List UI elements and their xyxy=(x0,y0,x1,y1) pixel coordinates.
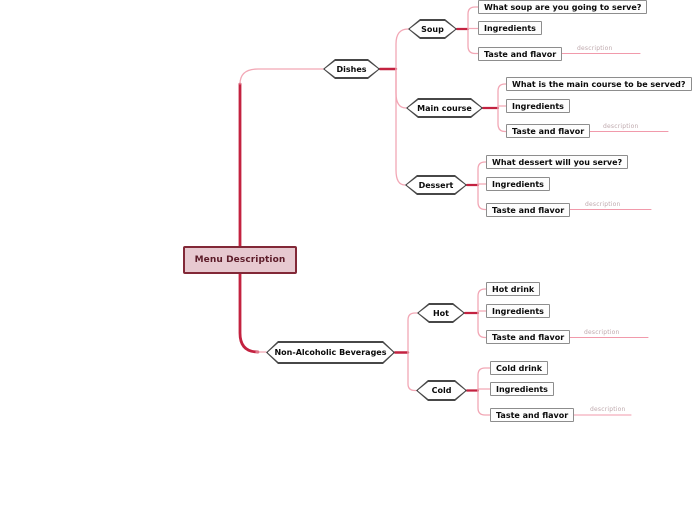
leaf-soup-taste-and-flavor[interactable]: Taste and flavor xyxy=(478,47,563,61)
node-dessert[interactable]: Dessert xyxy=(405,175,467,195)
leaf-soup-ingredients[interactable]: Ingredients xyxy=(478,21,542,35)
edge-dishes-dessert xyxy=(395,68,406,186)
leaf-hot-taste-and-flavor[interactable]: Taste and flavor xyxy=(486,330,571,344)
leaf-main-course-ingredients[interactable]: Ingredients xyxy=(506,99,570,113)
hexagon-shape xyxy=(410,21,456,38)
node-soup[interactable]: Soup xyxy=(408,19,457,39)
node-label: Main course xyxy=(417,103,472,113)
edge-label-description-hot: description xyxy=(584,329,620,336)
node-label: Dessert xyxy=(418,180,454,190)
hexagon-shape xyxy=(268,343,394,363)
edge-cold-item3 xyxy=(477,389,491,416)
leaf-dessert-ingredients[interactable]: Ingredients xyxy=(486,177,550,191)
hexagon-shape xyxy=(407,177,466,194)
edge-dishes-maincourse xyxy=(395,68,407,109)
edge-root-dishes xyxy=(239,68,324,85)
node-label: Dishes xyxy=(336,64,367,74)
edge-maincourse-item1 xyxy=(497,83,507,109)
edge-beverages-hot xyxy=(407,312,418,354)
node-cold[interactable]: Cold xyxy=(416,380,467,401)
node-label: Soup xyxy=(421,24,444,34)
leaf-dessert-question[interactable]: What dessert will you serve? xyxy=(486,155,629,169)
edge-soup-item3 xyxy=(467,28,479,55)
root-node-menu-description[interactable]: Menu Description xyxy=(183,246,297,274)
hexagon-shape xyxy=(325,61,379,78)
edge-soup-item1 xyxy=(467,6,479,30)
node-label: Hot xyxy=(432,308,449,318)
node-label: Cold xyxy=(431,386,452,395)
edge-hot-item3 xyxy=(477,312,487,339)
node-label: Non-Alcoholic Beverages xyxy=(274,348,387,357)
edge-root-beverages-trunk xyxy=(238,272,260,354)
leaf-hot-ingredients[interactable]: Ingredients xyxy=(486,304,550,318)
edge-label-description-dessert: description xyxy=(585,201,621,208)
edge-dishes-soup xyxy=(395,28,409,70)
node-dishes[interactable]: Dishes xyxy=(323,59,380,79)
leaf-cold-ingredients[interactable]: Ingredients xyxy=(490,382,554,396)
edge-dessert-item3 xyxy=(477,184,487,211)
edge-hot-item1 xyxy=(477,288,487,314)
hexagon-shape xyxy=(419,305,464,322)
leaf-cold-drink[interactable]: Cold drink xyxy=(490,361,549,375)
leaf-cold-taste-and-flavor[interactable]: Taste and flavor xyxy=(490,408,575,422)
root-node-label: Menu Description xyxy=(194,255,286,265)
leaf-dessert-taste-and-flavor[interactable]: Taste and flavor xyxy=(486,203,571,217)
edge-label-description-cold: description xyxy=(590,406,626,413)
edge-beverages-cold xyxy=(407,351,417,392)
leaf-main-course-taste-and-flavor[interactable]: Taste and flavor xyxy=(506,124,591,138)
edge-label-description-main-course: description xyxy=(603,123,639,130)
leaf-hot-drink[interactable]: Hot drink xyxy=(486,282,541,296)
hexagon-shape xyxy=(408,100,482,117)
edge-dessert-item1 xyxy=(477,161,487,186)
edge-maincourse-item3 xyxy=(497,107,507,133)
hexagon-shape xyxy=(418,382,466,400)
leaf-soup-question[interactable]: What soup are you going to serve? xyxy=(478,0,648,14)
node-non-alcoholic-beverages[interactable]: Non-Alcoholic Beverages xyxy=(266,341,395,364)
leaf-main-course-question[interactable]: What is the main course to be served? xyxy=(506,77,692,91)
node-hot[interactable]: Hot xyxy=(417,303,465,323)
edge-label-description-soup: description xyxy=(577,45,613,52)
node-main-course[interactable]: Main course xyxy=(406,98,483,118)
edge-cold-item1 xyxy=(477,367,491,392)
